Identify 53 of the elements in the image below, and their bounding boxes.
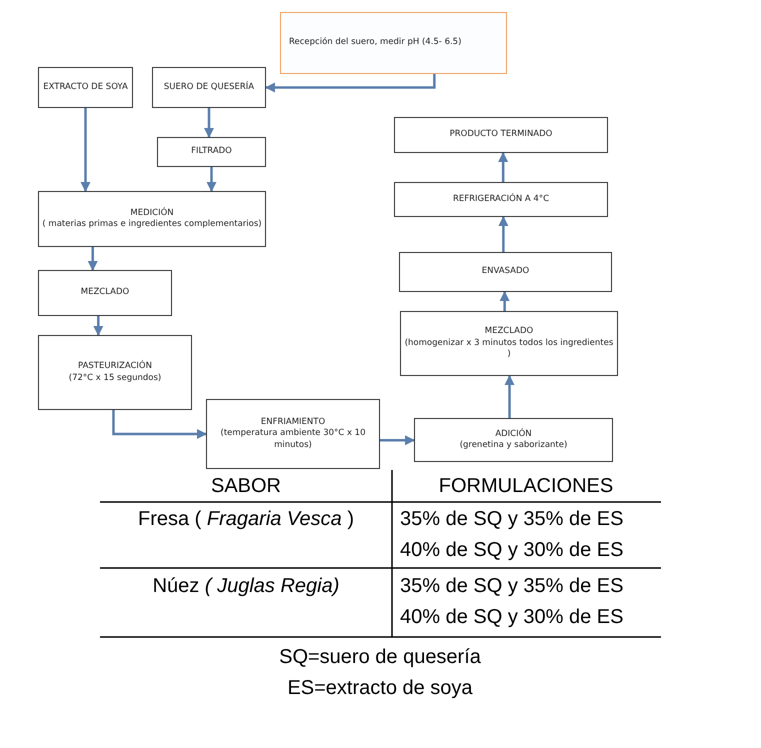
arrow [112,410,207,439]
step-title: MEDICIÓN [130,208,174,219]
process-box [38,191,266,247]
arrow [88,247,98,271]
process-box [157,137,266,167]
process-box [38,335,192,410]
arrow [504,375,515,418]
column-header: FORMULACIONES [438,474,614,498]
step-title: FILTRADO [191,146,232,158]
step-title: EXTRACTO DE SOYA [43,82,128,94]
step-title: Recepción del suero, medir pH (4.5- 6.5) [289,37,462,49]
table-cell: 35% de SQ y 35% de ES [400,507,624,531]
step-title: PRODUCTO TERMINADO [450,129,552,141]
arrow [80,108,90,192]
table-cell: 35% de SQ y 35% de ES [400,574,624,598]
note: SQ=suero de quesería [279,645,481,669]
process-box [280,12,507,74]
process-box [206,399,380,469]
step-detail: (72°C x 15 segundos) [68,372,162,384]
step-detail: (temperatura ambiente 30°C x 10 minutos) [220,428,366,452]
step-title: ADICIÓN [495,428,532,440]
note: ES=extracto de soya [287,676,473,700]
table-cell: Fresa ( Fragaria Vesca ) [138,507,354,531]
step-detail: (homogenizar x 3 minutos todos los ingredientes ) [404,338,614,361]
column-header: SABOR [210,474,282,498]
process-box [394,182,608,217]
step-title: ENVASADO [482,266,530,278]
step-title: SUERO DE QUESERÍA [164,82,254,94]
process-box [414,418,613,462]
step-title: MEZCLADO [80,287,130,299]
arrow [498,216,508,252]
process-box [152,67,266,108]
arrow [265,74,436,92]
arrow [500,291,510,311]
arrow [206,167,216,192]
process-box [394,117,608,153]
table-cell: 40% de SQ y 30% de ES [400,605,624,629]
step-detail: (grenetina y saborizante) [460,440,568,452]
arrow [204,108,214,138]
process-box [399,252,612,292]
arrow [498,152,508,182]
process-box [400,311,618,376]
step-detail: ( materias primas e ingredientes complementarios) [42,219,262,230]
process-box [38,67,133,108]
step-title: REFRIGERACIÓN A 4°C [452,194,550,206]
arrow [93,316,104,336]
table-cell: 40% de SQ y 30% de ES [400,538,624,562]
step-title: MEZCLADO [484,326,534,338]
step-title: PASTEURIZACIÓN [78,361,152,372]
arrow [380,435,415,446]
table-cell: Núez ( Juglas Regia) [152,574,340,598]
process-box [38,270,172,316]
step-title: ENFRIAMIENTO [260,416,326,428]
